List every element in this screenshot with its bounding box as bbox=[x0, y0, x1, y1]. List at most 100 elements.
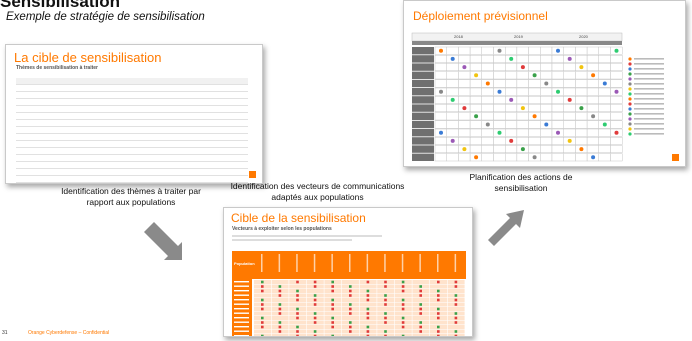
gantt-cell bbox=[551, 71, 564, 80]
gantt-cell bbox=[598, 112, 611, 121]
gantt-cell bbox=[598, 136, 611, 145]
gantt-cell bbox=[458, 136, 471, 145]
gantt-cell bbox=[516, 136, 529, 145]
gantt-cell bbox=[586, 120, 600, 129]
matrix-marker bbox=[296, 289, 299, 293]
matrix-marker bbox=[401, 285, 405, 288]
gantt-cell bbox=[563, 145, 576, 153]
caption-deploiement: Planification des actions de sensibilisa… bbox=[469, 172, 573, 193]
gantt-marker bbox=[591, 114, 596, 119]
matrix-marker bbox=[384, 316, 387, 320]
matrix-cell bbox=[306, 289, 324, 293]
population-label bbox=[234, 317, 249, 319]
legend-line bbox=[634, 98, 664, 100]
matrix-marker bbox=[401, 280, 405, 284]
gantt-marker bbox=[602, 81, 607, 86]
gantt-cell bbox=[446, 145, 459, 153]
gantt-cell bbox=[481, 104, 494, 113]
legend-line bbox=[634, 88, 664, 90]
matrix-marker bbox=[313, 334, 317, 336]
gantt-cell bbox=[469, 145, 482, 153]
gantt-cell bbox=[469, 63, 482, 72]
gantt-cell bbox=[469, 95, 482, 104]
matrix-marker bbox=[401, 334, 405, 336]
matrix-marker bbox=[437, 280, 440, 284]
gantt-cell bbox=[469, 136, 482, 145]
gantt-cell bbox=[493, 136, 506, 145]
legend-line bbox=[634, 63, 664, 65]
matrix-marker bbox=[401, 289, 405, 293]
gantt-cell bbox=[563, 46, 576, 55]
gantt-cell bbox=[493, 95, 506, 104]
population-label bbox=[234, 330, 249, 332]
gantt-cell bbox=[563, 63, 576, 72]
matrix-cell bbox=[324, 329, 342, 334]
matrix-marker bbox=[296, 280, 299, 284]
gantt-cell bbox=[540, 136, 553, 145]
gantt-cell bbox=[446, 79, 459, 88]
legend-line bbox=[634, 128, 664, 130]
page-title: Sensibilisation bbox=[0, 0, 120, 11]
gantt-cell bbox=[493, 120, 506, 129]
gantt-cell bbox=[528, 63, 541, 72]
gantt-cell bbox=[516, 71, 529, 80]
matrix-marker bbox=[384, 334, 387, 336]
matrix-cell bbox=[254, 293, 271, 298]
matrix-marker bbox=[278, 294, 282, 297]
gantt-cell bbox=[575, 112, 588, 121]
gantt-cell bbox=[610, 79, 623, 88]
matrix-cell bbox=[324, 293, 342, 298]
confidentiality-footer: Orange Cyberdefense – Confidential bbox=[28, 330, 110, 336]
gantt-cell bbox=[504, 71, 518, 80]
matrix-marker bbox=[437, 330, 440, 333]
gantt-cell bbox=[469, 104, 482, 113]
matrix-marker bbox=[296, 307, 299, 311]
gantt-marker bbox=[497, 48, 502, 53]
gantt-cell bbox=[481, 112, 494, 121]
matrix-marker bbox=[261, 303, 264, 306]
matrix-marker bbox=[331, 316, 334, 320]
matrix-marker bbox=[349, 321, 352, 324]
gantt-cell bbox=[551, 63, 564, 72]
gantt-cell bbox=[575, 95, 588, 104]
matrix-marker bbox=[366, 289, 370, 293]
legend-marker bbox=[628, 87, 632, 91]
matrix-cell bbox=[430, 320, 447, 325]
matrix-marker bbox=[401, 307, 405, 311]
gantt-cell bbox=[493, 55, 506, 63]
legend-marker bbox=[628, 107, 632, 111]
gantt-cell bbox=[575, 136, 588, 145]
gantt-cell bbox=[551, 55, 564, 63]
matrix-marker bbox=[261, 285, 264, 288]
matrix-cell bbox=[342, 334, 359, 336]
gantt-cell bbox=[540, 145, 553, 153]
gantt-cell bbox=[575, 128, 588, 137]
matrix-marker bbox=[454, 303, 458, 306]
gantt-row-label bbox=[412, 47, 434, 55]
matrix-marker bbox=[261, 316, 264, 320]
gantt-cell bbox=[610, 55, 623, 63]
matrix-marker bbox=[349, 303, 352, 306]
matrix-marker bbox=[278, 325, 282, 329]
gantt-cell bbox=[563, 112, 576, 121]
gantt-cell bbox=[516, 79, 529, 88]
gantt-cell bbox=[493, 145, 506, 153]
gantt-marker bbox=[509, 138, 514, 143]
gantt-marker bbox=[450, 97, 455, 102]
slide-thumbnail-themes: La cible de sensibilisation Thèmes de se… bbox=[5, 44, 263, 184]
gantt-cell bbox=[504, 46, 518, 55]
matrix-cell bbox=[254, 311, 271, 316]
gantt-marker bbox=[462, 65, 467, 70]
gantt-cell bbox=[551, 153, 564, 162]
legend-line bbox=[634, 83, 664, 85]
gantt-cell bbox=[481, 55, 494, 63]
gantt-cell bbox=[504, 120, 518, 129]
year-2019: 2019 bbox=[514, 34, 523, 39]
gantt-cell bbox=[446, 63, 459, 72]
gantt-marker bbox=[450, 56, 455, 61]
gantt-cell bbox=[610, 153, 623, 162]
gantt-cell bbox=[586, 104, 600, 113]
gantt-cell bbox=[528, 104, 541, 113]
matrix-marker bbox=[419, 285, 422, 288]
matrix-marker bbox=[313, 285, 317, 288]
